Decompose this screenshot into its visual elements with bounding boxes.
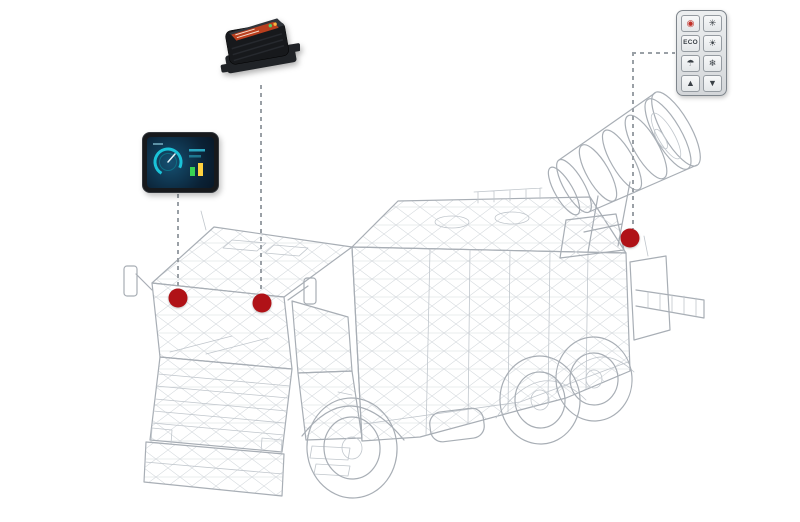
truck-cab [123, 210, 363, 497]
truck-tank-body [351, 187, 631, 443]
right-mirror [287, 277, 317, 305]
marker-windshield-left [168, 288, 188, 308]
control-module-device [218, 10, 301, 84]
in-cab-display-device [142, 132, 219, 193]
control-module-graphics [220, 18, 301, 74]
display-screen [147, 137, 214, 188]
fan-button: ✳ [703, 15, 722, 32]
rocker-keypad-device: ◉✳ECO☀☂❄▲▼ [676, 10, 727, 96]
keypad-leader-line [632, 52, 634, 229]
lower-button: ▼ [703, 75, 722, 92]
keypad-button-grid: ◉✳ECO☀☂❄▲▼ [681, 15, 722, 92]
rear-equipment [629, 235, 705, 341]
eco-button: ECO [681, 35, 700, 52]
display-leader-line [177, 194, 179, 288]
fog-cannon [547, 91, 701, 259]
marker-rear-body [620, 228, 640, 248]
truck-wheels [301, 336, 635, 499]
defrost-button: ❄ [703, 55, 722, 72]
spray-button: ☂ [681, 55, 700, 72]
keypad-leader-line [632, 52, 675, 54]
power-button: ◉ [681, 15, 700, 32]
left-mirror [123, 265, 153, 297]
controller-leader-line [260, 85, 262, 293]
marker-windshield-right [252, 293, 272, 313]
light-button: ☀ [703, 35, 722, 52]
raise-button: ▲ [681, 75, 700, 92]
display-screen-graphics [153, 143, 205, 177]
